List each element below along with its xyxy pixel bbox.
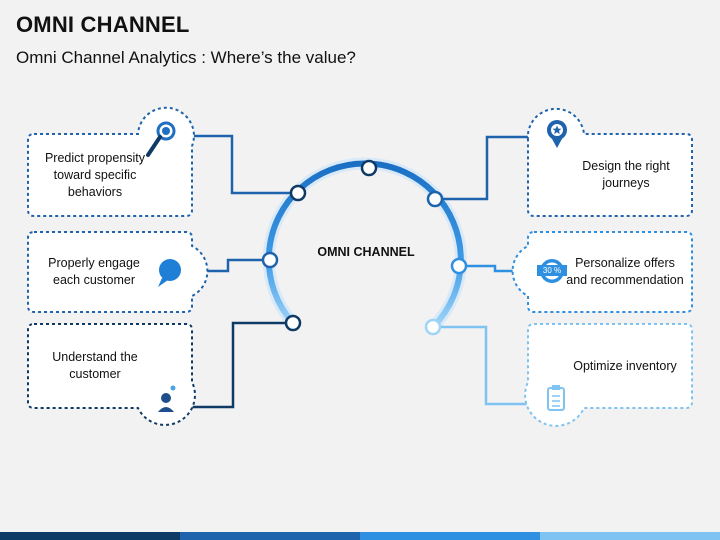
connector-personalize [459,264,530,273]
page-title: OMNI CHANNEL [16,12,190,37]
arc-node-6 [450,257,468,275]
box-personalize: Personalize offers and recommendation [560,234,690,310]
discount-badge-icon [537,259,567,283]
arc-node-1 [360,159,378,177]
box-understand-outline [27,323,196,426]
box-design-outline [526,107,693,217]
box-understand: Understand the customer [30,326,160,406]
footer-color-bar [0,532,720,540]
arc-node-3 [261,251,279,269]
center-label: OMNI CHANNEL [317,245,415,259]
box-engage: Properly engage each customer [30,234,158,310]
page-subtitle: Omni Channel Analytics : Where’s the val… [16,48,356,67]
chat-bubble-icon [158,259,181,287]
box-engage-label: Properly engage each customer [48,256,140,287]
connector-predict [190,134,298,195]
box-predict-label: Predict propensity toward specific behav… [44,150,146,199]
star-badge-icon [547,120,567,148]
box-design: Design the right journeys [562,136,690,214]
arc-node-2 [289,184,307,202]
connector-design [435,135,535,201]
arc-node-5 [426,190,444,208]
box-engage-outline [27,231,209,313]
box-understand-label: Understand the customer [52,350,138,381]
search-icon [146,121,176,157]
person-idea-icon [158,385,176,412]
clipboard-checklist-icon [547,385,565,411]
arc-node-4 [284,314,302,332]
box-personalize-outline [511,231,693,313]
discount-badge-text: 30 % [542,266,562,275]
box-optimize-label: Optimize inventory [573,358,677,373]
connector-understand [185,321,293,409]
connector-optimize [433,325,535,406]
box-optimize-outline [524,323,693,427]
box-personalize-label: Personalize offers and recommendation [566,256,684,287]
box-design-label: Design the right journeys [582,159,670,190]
box-optimize: Optimize inventory [560,326,690,406]
box-predict: Predict propensity toward specific behav… [30,136,160,214]
connector-engage [190,258,270,273]
box-predict-outline [27,106,195,217]
arc-node-7 [424,318,442,336]
